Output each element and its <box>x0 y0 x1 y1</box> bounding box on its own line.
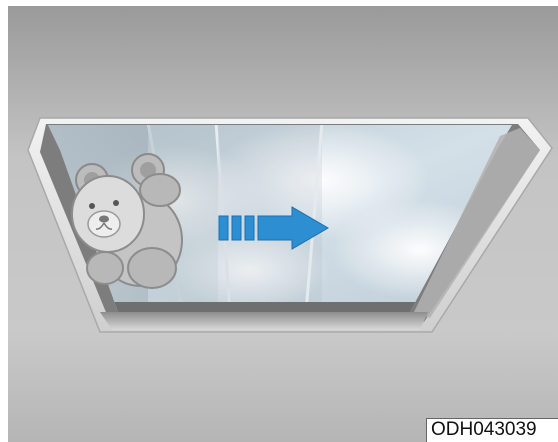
image-code-label: ODH043039 <box>426 418 558 442</box>
sunroof-front-lip <box>100 312 428 330</box>
